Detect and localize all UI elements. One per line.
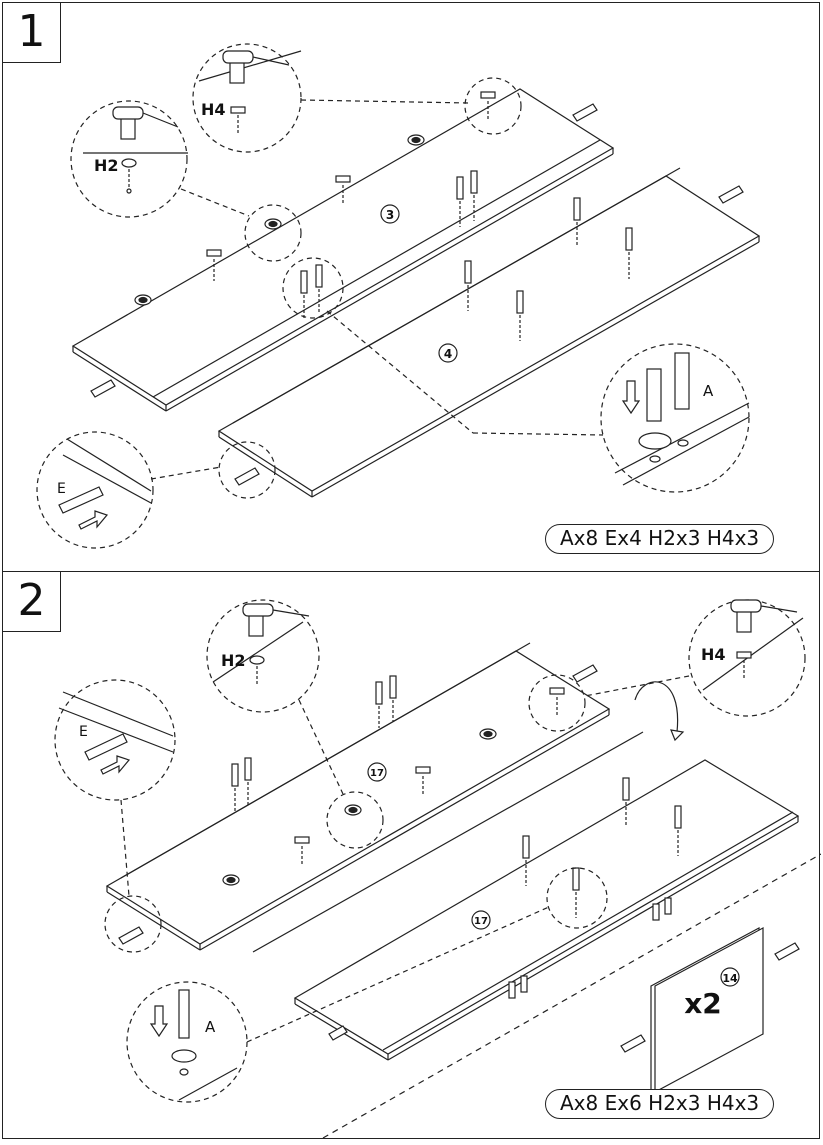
cam-bolts xyxy=(231,675,682,999)
callout-h4: H4 xyxy=(201,100,226,119)
part-17-bottom-label: 17 xyxy=(474,916,488,927)
part-17-top-badge xyxy=(367,762,387,782)
cam-detail xyxy=(149,989,238,1101)
part-17-top-label: 17 xyxy=(370,768,384,779)
callout-e: E xyxy=(57,481,66,497)
step-2-hardware-count: Ax8 Ex6 H2x3 H4x3 xyxy=(545,1089,775,1119)
guide-line xyxy=(322,853,821,1139)
part-14-badge xyxy=(720,967,740,987)
cam-detail xyxy=(614,352,750,486)
part-4-label: 4 xyxy=(444,347,452,361)
rotate-icon xyxy=(634,681,679,733)
dowels xyxy=(90,103,744,486)
step-2-number: 2 xyxy=(3,572,61,632)
cam-fittings xyxy=(134,134,425,306)
rotate-arrowhead-icon xyxy=(670,729,685,742)
callout-a: A xyxy=(205,1018,216,1036)
part-17-bottom-badge xyxy=(471,910,491,930)
detail-bubbles xyxy=(36,43,750,549)
hammer-icon-h4 xyxy=(702,599,804,691)
part-14-label: 14 xyxy=(722,972,738,985)
panel-17-bottom xyxy=(252,731,800,1061)
detail-bubbles xyxy=(54,599,806,1103)
panel-3 xyxy=(71,88,615,412)
callout-h4: H4 xyxy=(701,645,726,664)
hammer-icon-h2 xyxy=(83,106,188,194)
step-2-illustration: 14 x2 xyxy=(54,599,821,1139)
step-1-number: 1 xyxy=(3,3,61,63)
clip-fittings xyxy=(206,91,496,281)
clip-fittings xyxy=(294,687,565,866)
part-3-label: 3 xyxy=(386,208,394,222)
cam-fittings xyxy=(222,728,497,886)
callout-h2: H2 xyxy=(221,651,246,670)
part-3-badge xyxy=(380,204,400,224)
step-1-illustration: 3 4 H2 xyxy=(36,43,761,549)
cam-bolts xyxy=(300,170,633,341)
callout-h2: H2 xyxy=(94,156,119,175)
dowels xyxy=(118,664,800,1053)
dowel-detail xyxy=(58,691,174,775)
step-2-panel: 2 14 x2 xyxy=(2,571,821,1139)
callout-a: A xyxy=(703,382,714,400)
step-1-panel: 1 xyxy=(2,2,820,572)
hammer-icon-h2 xyxy=(212,603,310,684)
side-panel-quantity: x2 xyxy=(684,987,722,1020)
dowel-detail xyxy=(58,438,152,530)
hammer-icon-h4 xyxy=(198,50,302,135)
part-4-badge xyxy=(438,343,458,363)
step-1-hardware-count: Ax8 Ex4 H2x3 H4x3 xyxy=(545,524,775,554)
panel-4 xyxy=(217,167,761,498)
panel-17-top xyxy=(105,642,611,951)
callout-e: E xyxy=(79,724,88,740)
